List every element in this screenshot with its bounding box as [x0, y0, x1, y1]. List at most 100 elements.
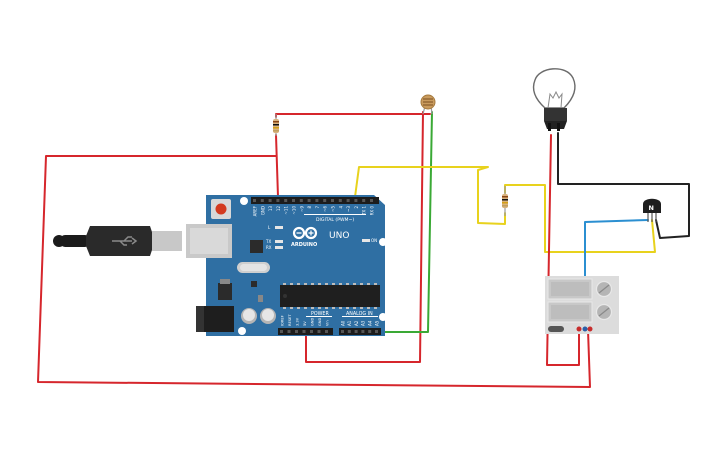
power-label: POWER — [311, 311, 329, 317]
header-pin[interactable] — [323, 199, 327, 202]
analog-pin-label: A1 — [347, 320, 352, 326]
power-pin-label: 3.3V — [295, 317, 299, 326]
header-pin[interactable] — [302, 330, 306, 333]
relay-module[interactable] — [545, 276, 619, 334]
chip-pin — [290, 307, 293, 309]
header-pin[interactable] — [370, 199, 373, 202]
resistor-band — [273, 124, 279, 126]
digital-pin-label: TX 1 — [362, 206, 367, 216]
digital-header-pins — [253, 199, 373, 202]
digital-label-line — [304, 214, 366, 215]
chip-pin — [283, 283, 286, 285]
chip-pin — [360, 283, 363, 285]
wire-red-resistor-to-gnd[interactable] — [275, 134, 279, 198]
photoresistor[interactable] — [420, 94, 436, 115]
header-pin[interactable] — [341, 330, 344, 333]
header-pin[interactable] — [331, 199, 334, 202]
usb-symbol-icon — [112, 236, 138, 246]
header-pin[interactable] — [375, 330, 378, 333]
header-pin[interactable] — [325, 330, 328, 333]
bulb-filament-icon — [547, 90, 563, 109]
chip-pin — [339, 307, 342, 309]
mount-hole — [240, 197, 248, 205]
wire-yellow-resistor-to-transistor[interactable] — [504, 184, 656, 253]
header-pin[interactable] — [354, 330, 358, 333]
chip-pin — [367, 283, 370, 285]
header-pin[interactable] — [295, 330, 298, 333]
chip-pin — [297, 307, 300, 309]
bulb-glass — [532, 68, 576, 109]
header-pin[interactable] — [253, 199, 256, 202]
wire-red-resistor-to-ldr[interactable] — [275, 113, 431, 118]
wire-red-ldr-to-5v[interactable] — [305, 111, 424, 363]
mount-hole — [379, 238, 387, 246]
bulb-base-bottom — [544, 121, 567, 129]
header-pin[interactable] — [315, 199, 319, 202]
chip-pin — [339, 283, 342, 285]
header-pin[interactable] — [299, 199, 303, 202]
digital-pin-label: ~10 — [292, 206, 297, 215]
voltage-regulator-tab — [220, 279, 230, 284]
usb-jack-inner — [190, 228, 228, 254]
screw-slot-icon — [598, 284, 610, 294]
resistor-pulldown[interactable] — [273, 114, 279, 136]
resistor-band — [502, 199, 508, 201]
header-pin[interactable] — [260, 199, 264, 202]
header-pin[interactable] — [317, 330, 321, 333]
atmega-chip — [280, 285, 380, 307]
header-pin[interactable] — [361, 330, 365, 333]
header-pin[interactable] — [292, 199, 295, 202]
atmega-chip-pins — [283, 283, 377, 309]
digital-pin-label: ~6 — [323, 206, 328, 212]
reset-button-cap — [215, 203, 227, 215]
mount-hole — [238, 327, 246, 335]
relay-pin-blue[interactable] — [582, 326, 588, 332]
npn-transistor[interactable]: N — [643, 198, 661, 222]
resistor-band — [273, 127, 279, 129]
wire-yellow-pin-to-resistor[interactable] — [354, 166, 506, 225]
header-pin[interactable] — [268, 199, 272, 202]
small-component — [258, 295, 263, 302]
header-pin[interactable] — [338, 199, 342, 202]
header-pin[interactable] — [354, 199, 358, 202]
transistor-body — [643, 198, 661, 213]
usb-chip — [250, 240, 263, 253]
chip-pin — [360, 307, 363, 309]
wire-black-bulb-to-transistor[interactable] — [557, 132, 690, 239]
wire-red-bulb-to-relay[interactable] — [546, 134, 580, 366]
header-pin[interactable] — [347, 330, 351, 333]
bulb-terminal — [557, 123, 560, 131]
header-pin[interactable] — [310, 330, 313, 333]
light-bulb[interactable] — [532, 68, 576, 131]
header-pin[interactable] — [280, 330, 283, 333]
digital-pin-label: ~11 — [284, 206, 289, 215]
relay-pin-red[interactable] — [576, 326, 582, 332]
digital-pin-label: ~9 — [299, 206, 304, 212]
header-pin[interactable] — [276, 199, 280, 202]
analog-pin-label: A3 — [361, 320, 366, 326]
chip-pin — [304, 283, 307, 285]
header-pin[interactable] — [307, 199, 311, 202]
chip-notch — [283, 294, 287, 298]
header-pin[interactable] — [362, 199, 366, 202]
wire-green-ldr-to-a0[interactable] — [380, 111, 433, 333]
wire-red-long-loop[interactable] — [37, 155, 591, 388]
header-pin[interactable] — [368, 330, 372, 333]
header-pin[interactable] — [284, 199, 288, 202]
relay-pin-red[interactable] — [587, 326, 593, 332]
resistor-base[interactable] — [502, 186, 508, 216]
chip-pin — [346, 307, 349, 309]
logo-minus-plus-icon — [296, 230, 314, 236]
chip-pin — [332, 307, 335, 309]
chip-pin — [353, 283, 356, 285]
analog-pin-label: A5 — [374, 320, 379, 326]
header-pin[interactable] — [287, 330, 291, 333]
digital-pin-label: ~3 — [346, 206, 351, 212]
header-pin[interactable] — [346, 199, 350, 202]
usb-cable[interactable] — [53, 226, 182, 256]
capacitor-top — [243, 309, 255, 321]
chip-pin — [290, 283, 293, 285]
chip-pin — [283, 307, 286, 309]
